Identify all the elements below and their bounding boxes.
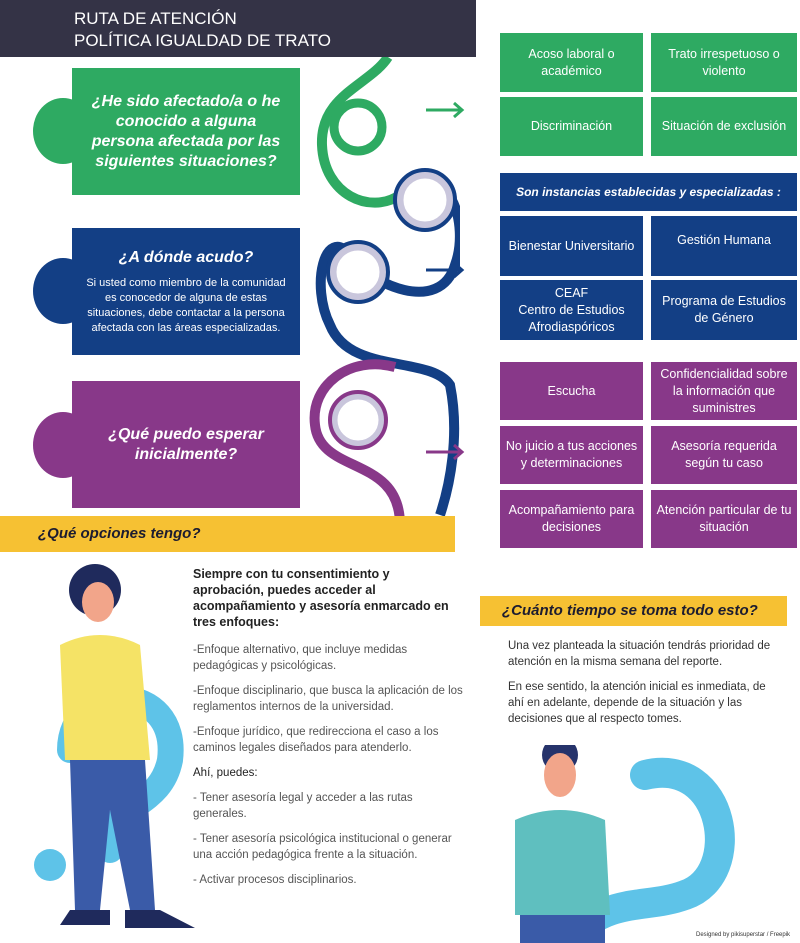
- situation-cell: Trato irrespetuoso o violento: [651, 33, 797, 92]
- page-title: RUTA DE ATENCIÓN POLÍTICA IGUALDAD DE TR…: [0, 0, 476, 57]
- step-where: ¿A dónde acudo? Si usted como miembro de…: [72, 228, 300, 355]
- expectation-cell: Escucha: [500, 362, 643, 420]
- step-question: ¿A dónde acudo?: [118, 248, 254, 266]
- instances-title: Son instancias establecidas y especializ…: [500, 173, 797, 211]
- step-affected: ¿He sido afectado/a o he conocido a algu…: [72, 68, 300, 195]
- arrow-right-icon: [426, 101, 465, 119]
- time-paragraph: En ese sentido, la atención inicial es i…: [508, 681, 766, 725]
- instance-cell: Gestión Humana: [651, 216, 797, 276]
- can-label: Ahí, puedes:: [193, 767, 258, 779]
- woman-question-illustration: [34, 564, 195, 928]
- options-content: Siempre con tu consentimiento y aprobaci…: [193, 566, 463, 897]
- instance-cell: Programa de Estudios de Género: [651, 280, 797, 340]
- expectation-cell: No juicio a tus acciones y determinacion…: [500, 426, 643, 484]
- step-expect: ¿Qué puedo esperar inicialmente?: [72, 381, 300, 508]
- approach-item: -Enfoque jurídico, que redirecciona el c…: [193, 726, 439, 754]
- situation-cell: Discriminación: [500, 97, 643, 156]
- approach-item: -Enfoque disciplinario, que busca la apl…: [193, 685, 463, 713]
- step-question: ¿He sido afectado/a o he conocido a algu…: [91, 92, 281, 170]
- credit: Designed by pikisuperstar / Freepik: [696, 932, 791, 938]
- time-content: Una vez planteada la situación tendrás p…: [508, 638, 778, 736]
- options-intro: Siempre con tu consentimiento y aprobaci…: [193, 567, 449, 629]
- title-line-1: RUTA DE ATENCIÓN: [74, 9, 237, 28]
- instance-cell: CEAF Centro de Estudios Afrodiaspóricos: [500, 280, 643, 340]
- approach-item: -Enfoque alternativo, que incluye medida…: [193, 644, 408, 672]
- title-line-2: POLÍTICA IGUALDAD DE TRATO: [74, 31, 331, 50]
- time-title: ¿Cuánto tiempo se toma todo esto?: [480, 596, 787, 626]
- man-question-illustration: [515, 745, 735, 943]
- time-paragraph: Una vez planteada la situación tendrás p…: [508, 640, 771, 668]
- expectation-cell: Acompañamiento para decisiones: [500, 490, 643, 548]
- arrow-right-icon: [426, 261, 465, 279]
- can-item: - Tener asesoría psicológica institucion…: [193, 833, 452, 861]
- route-path-decoration: [309, 55, 460, 525]
- expectation-cell: Confidencialidad sobre la información qu…: [651, 362, 797, 420]
- can-item: - Tener asesoría legal y acceder a las r…: [193, 792, 413, 820]
- step-text: Si usted como miembro de la comunidad es…: [86, 276, 286, 334]
- expectation-cell: Asesoría requerida según tu caso: [651, 426, 797, 484]
- situation-cell: Situación de exclusión: [651, 97, 797, 156]
- arrow-right-icon: [426, 443, 465, 461]
- situation-cell: Acoso laboral o académico: [500, 33, 643, 92]
- step-question: ¿Qué puedo esperar inicialmente?: [108, 425, 264, 463]
- can-item: - Activar procesos disciplinarios.: [193, 874, 357, 886]
- instance-cell: Bienestar Universitario: [500, 216, 643, 276]
- expectation-cell: Atención particular de tu situación: [651, 490, 797, 548]
- options-title: ¿Qué opciones tengo?: [0, 516, 455, 552]
